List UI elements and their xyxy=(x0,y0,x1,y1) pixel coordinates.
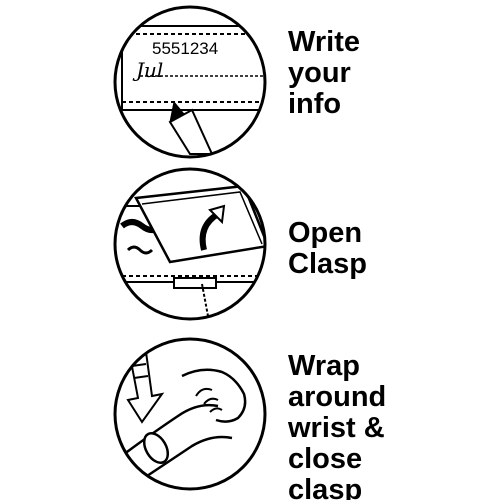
step-caption-wrap: Wrap around wrist & close clasp xyxy=(288,351,488,500)
caption-line: Open xyxy=(288,217,363,249)
band-printed-number: 5551234 xyxy=(152,39,218,58)
pen-writing-on-band-icon: 5551234 Jul xyxy=(112,4,268,160)
caption-line: Clasp xyxy=(288,248,367,280)
caption-line: close xyxy=(288,443,363,475)
caption-line: around xyxy=(288,381,387,413)
step-caption-write: Write your info xyxy=(288,27,488,120)
caption-line: Write xyxy=(288,26,360,58)
band-handwritten-text: Jul xyxy=(132,58,163,82)
caption-line: Wrap xyxy=(288,350,360,382)
caption-line: clasp xyxy=(288,474,363,500)
caption-line: info xyxy=(288,88,342,120)
step-caption-open: Open Clasp xyxy=(288,218,488,280)
caption-line: wrist & xyxy=(288,412,385,444)
open-clasp-icon xyxy=(112,166,268,322)
caption-line: your xyxy=(288,57,351,89)
wrap-wrist-icon xyxy=(112,336,268,492)
